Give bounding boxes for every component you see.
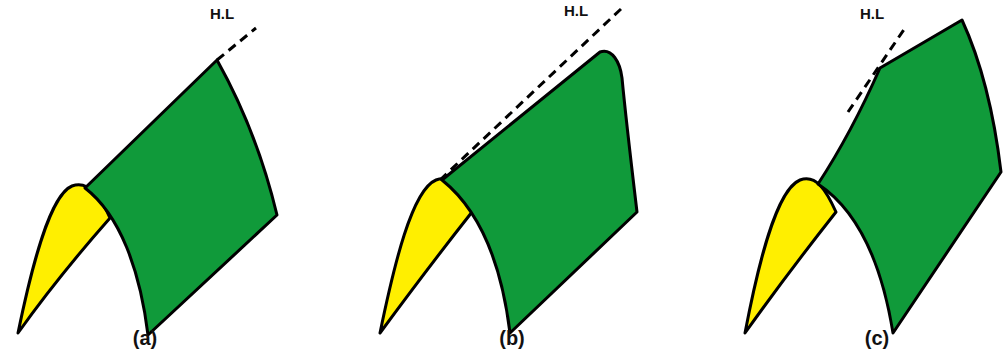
panel-caption: (a) <box>133 327 157 349</box>
hinge-line <box>217 28 256 60</box>
hinge-line <box>440 8 622 180</box>
panel-caption: (c) <box>865 327 889 349</box>
control-surface <box>818 20 1001 333</box>
hinge-line-label: H.L <box>564 3 588 20</box>
control-surface <box>442 51 637 333</box>
airfoil-section <box>380 179 472 333</box>
control-surface <box>85 60 277 335</box>
hinge-line <box>848 28 905 112</box>
hinge-line-label: H.L <box>210 6 234 23</box>
hinge-line-label: H.L <box>860 6 884 23</box>
airfoil-section <box>18 185 110 333</box>
airfoil-section <box>745 179 836 333</box>
panel-caption: (b) <box>499 327 525 349</box>
